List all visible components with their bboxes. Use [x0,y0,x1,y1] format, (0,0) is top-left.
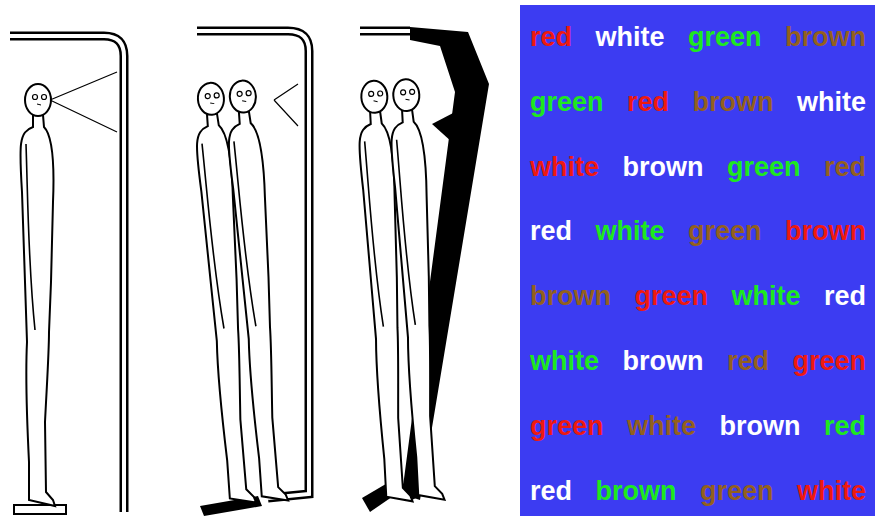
color-word: red [530,19,572,55]
color-word: white [596,213,665,249]
color-word: white [530,149,599,185]
color-word: brown [622,343,703,379]
word-row: brown green white red [520,278,875,314]
word-row: white brown green red [520,149,875,185]
color-word: red [530,473,572,509]
person-figure [224,79,288,502]
color-word: brown [530,278,611,314]
color-word: white [731,278,800,314]
word-row: green red brown white [520,84,875,120]
tilted-room [356,27,489,512]
color-word: white [596,19,665,55]
color-word: green [634,278,708,314]
word-row: red white green brown [520,19,875,55]
color-word: brown [785,19,866,55]
word-row: green white brown red [520,408,875,444]
color-word: brown [785,213,866,249]
color-word: green [688,19,762,55]
word-row: white brown red green [520,343,875,379]
upright-room [10,36,124,514]
color-word: white [797,473,866,509]
color-word: white [627,408,696,444]
word-row: red white green brown [520,213,875,249]
color-word: brown [596,473,677,509]
color-word: green [530,84,604,120]
color-word: red [824,149,866,185]
color-word: red [824,278,866,314]
color-word: red [727,343,769,379]
word-row: red brown green white [520,473,875,509]
color-word: brown [719,408,800,444]
person-figure [388,78,445,501]
color-word: brown [693,84,774,120]
stroop-panel: redwhitegreenbrowngreenredbrownwhitewhit… [520,5,875,516]
color-word: green [700,473,774,509]
color-word: red [824,408,866,444]
color-word: white [797,84,866,120]
color-word: green [727,149,801,185]
color-word: red [627,84,669,120]
color-word: green [530,408,604,444]
color-word: white [530,343,599,379]
color-word: green [792,343,866,379]
person-figure [20,84,55,506]
color-word: green [688,213,762,249]
tilted-platform-room [192,31,309,516]
color-word: red [530,213,572,249]
color-word: brown [622,149,703,185]
